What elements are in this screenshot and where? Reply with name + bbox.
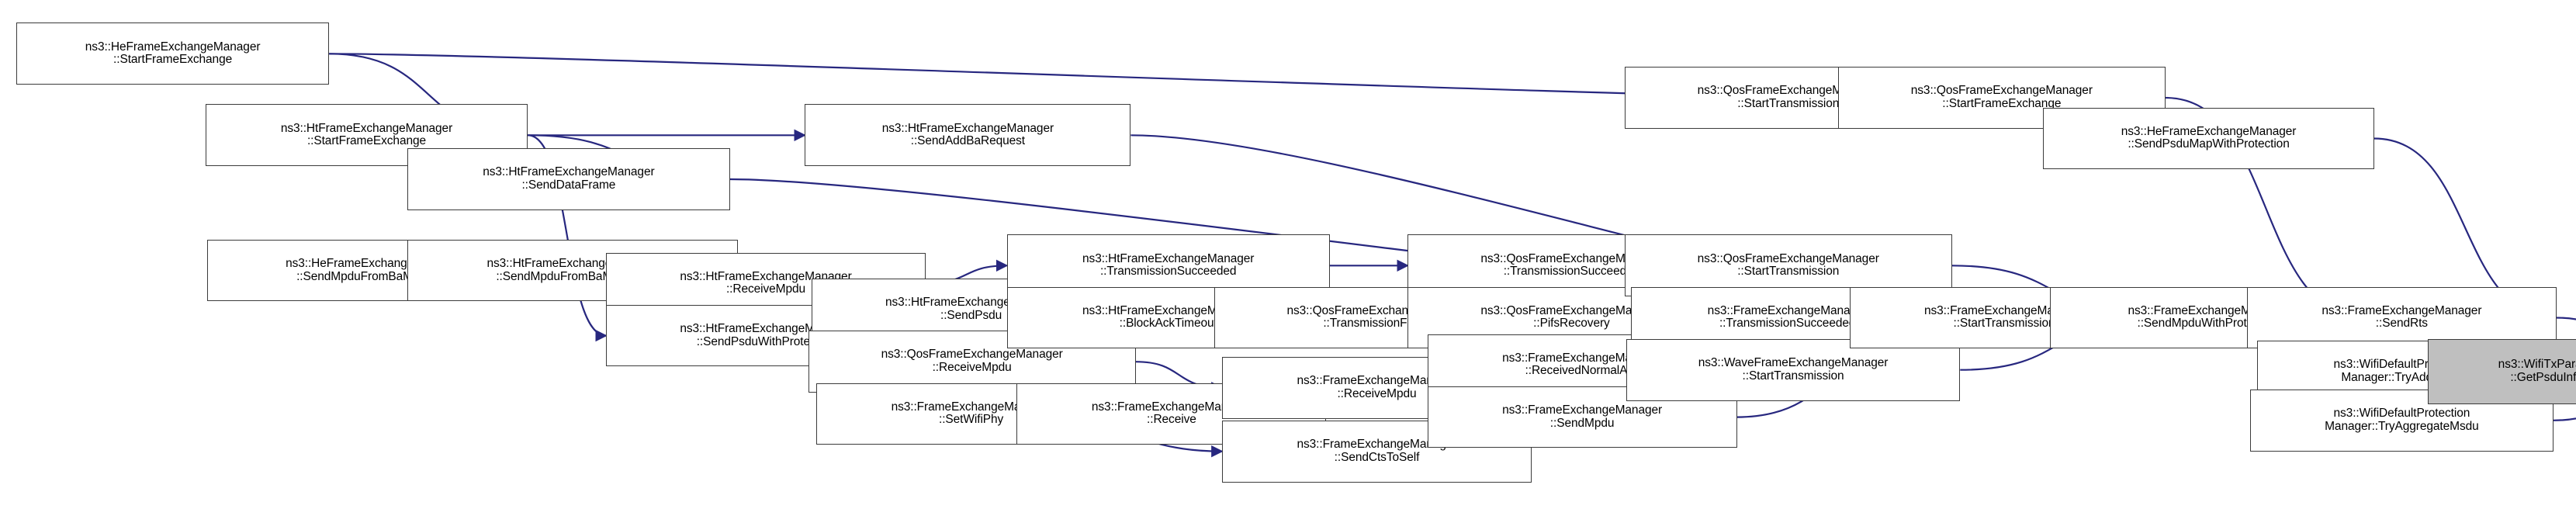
node-label-line1: ns3::QosFrameExchangeManager bbox=[1697, 251, 1879, 265]
node-label-line1: ns3::HtFrameExchangeManager bbox=[1082, 251, 1255, 265]
graph-node[interactable]: ns3::WifiTxParameters::GetPsduInfoMap bbox=[2428, 338, 2576, 404]
graph-node[interactable]: ns3::FrameExchangeManager::SendRts bbox=[2246, 286, 2557, 349]
node-label-line2: ::ReceiveMpdu bbox=[725, 282, 806, 296]
node-label-line2: ::TransmissionFailed bbox=[1323, 317, 1432, 331]
node-label-line1: ns3::HtFrameExchangeManager bbox=[483, 165, 655, 179]
node-label-line1: ns3::FrameExchangeManager bbox=[2322, 303, 2482, 317]
graph-node[interactable]: ns3::HeFrameExchangeManager::StartFrameE… bbox=[16, 23, 330, 85]
node-label-line2: ::SendPsduWithProtection bbox=[696, 334, 836, 348]
node-label-line1: ns3::HtFrameExchangeManager bbox=[881, 121, 1054, 135]
node-label-line1: ns3::FrameExchangeManager bbox=[1502, 403, 1663, 417]
graph-node[interactable]: ns3::QosFrameExchangeManager::StartTrans… bbox=[1624, 67, 1952, 129]
node-label-line2: ::StartFrameExchange bbox=[1942, 96, 2062, 110]
node-label-line2: ::ReceiveMpdu bbox=[1337, 386, 1417, 400]
node-label-line2: ::SendRts bbox=[2375, 317, 2428, 331]
node-label-line1: ns3::QosFrameExchangeManager bbox=[1480, 303, 1663, 317]
graph-node[interactable]: ns3::QosFrameExchangeManager::StartTrans… bbox=[1624, 234, 1952, 297]
graph-node[interactable]: ns3::HtFrameExchangeManager::SendDataFra… bbox=[407, 148, 730, 210]
node-label-line2: ::BlockAckTimeout bbox=[1119, 317, 1217, 331]
node-label-line1: ns3::FrameExchangeManager bbox=[891, 400, 1051, 414]
node-label-line2: ::StartTransmission bbox=[1737, 265, 1840, 279]
node-label-line2: ::SendDataFrame bbox=[521, 178, 616, 192]
node-label-line1: ns3::FrameExchangeManager bbox=[1091, 400, 1252, 414]
node-label-line2: ::SendCtsToSelf bbox=[1334, 450, 1420, 464]
node-label-line2: ::GetPsduInfoMap bbox=[2510, 370, 2576, 384]
node-label-line2: ::SendPsduMapWithProtection bbox=[2128, 137, 2290, 151]
node-label-line1: ns3::WifiDefaultProtection bbox=[2333, 407, 2470, 421]
node-label-line2: ::SetWifiPhy bbox=[938, 413, 1004, 427]
graph-node[interactable]: ns3::HeFrameExchangeManager::SendPsduMap… bbox=[2043, 107, 2374, 170]
node-label-line2: ::SendMpdu bbox=[1549, 416, 1615, 430]
node-label-line2: ::SendPsdu bbox=[940, 308, 1002, 322]
node-label-line2: ::TransmissionSucceeded bbox=[1503, 265, 1640, 279]
node-label-line1: ns3::QosFrameExchangeManager bbox=[1910, 84, 2093, 98]
node-label-line2: ::StartTransmission bbox=[1742, 369, 1844, 383]
graph-node[interactable]: ns3::WaveFrameExchangeManager::StartTran… bbox=[1626, 338, 1961, 401]
graph-node[interactable]: ns3::HtFrameExchangeManager::Transmissio… bbox=[1006, 234, 1330, 297]
node-label-line1: ns3::QosFrameExchangeManager bbox=[1480, 251, 1663, 265]
node-label-line2: ::Receive bbox=[1147, 413, 1196, 427]
node-label-line2: ::TransmissionSucceeded bbox=[1099, 265, 1237, 279]
node-label-line1: ns3::FrameExchangeManager bbox=[1707, 303, 1868, 317]
node-label-line1: ns3::HeFrameExchangeManager bbox=[2121, 124, 2297, 138]
graph-edge bbox=[528, 134, 608, 342]
node-label-line1: ns3::FrameExchangeManager bbox=[1502, 351, 1663, 365]
node-label-line2: ::TransmissionSucceeded bbox=[1719, 317, 1856, 331]
node-label-line2: ::ReceivedNormalAck bbox=[1525, 364, 1639, 378]
node-label-line1: ns3::FrameExchangeManager bbox=[1297, 437, 1457, 451]
node-label-line2: ::ReceiveMpdu bbox=[932, 361, 1012, 375]
node-label-line2: Manager::TryAggregateMsdu bbox=[2325, 419, 2479, 433]
node-label-line2: ::StartFrameExchange bbox=[113, 53, 233, 67]
node-label-line2: ::StartTransmission bbox=[1737, 96, 1840, 110]
node-label-line2: ::PifsRecovery bbox=[1533, 317, 1610, 331]
node-label-line1: ns3::HtFrameExchangeManager bbox=[280, 121, 453, 135]
node-label-line1: ns3::HeFrameExchangeManager bbox=[85, 40, 261, 54]
graph-node[interactable]: ns3::FrameExchangeManager::SendCtsToSelf bbox=[1222, 420, 1532, 483]
graph-node[interactable]: ns3::FrameExchangeManager::SendMpdu bbox=[1427, 386, 1737, 448]
node-label-line1: ns3::FrameExchangeManager bbox=[1297, 374, 1457, 388]
node-label-line2: ::StartTransmission bbox=[1953, 317, 2055, 331]
graph-node[interactable]: ns3::HtFrameExchangeManager::SendAddBaRe… bbox=[805, 104, 1131, 167]
node-label-line2: ::StartFrameExchange bbox=[306, 134, 427, 148]
node-label-line1: ns3::HtFrameExchangeManager bbox=[680, 269, 852, 283]
graph-edge bbox=[329, 53, 1840, 104]
node-label-line1: ns3::QosFrameExchangeManager bbox=[881, 348, 1063, 362]
node-label-line2: ::SendAddBaRequest bbox=[910, 134, 1026, 148]
node-label-line1: ns3::WifiTxParameters bbox=[2498, 358, 2576, 372]
node-label-line1: ns3::WaveFrameExchangeManager bbox=[1698, 355, 1889, 369]
